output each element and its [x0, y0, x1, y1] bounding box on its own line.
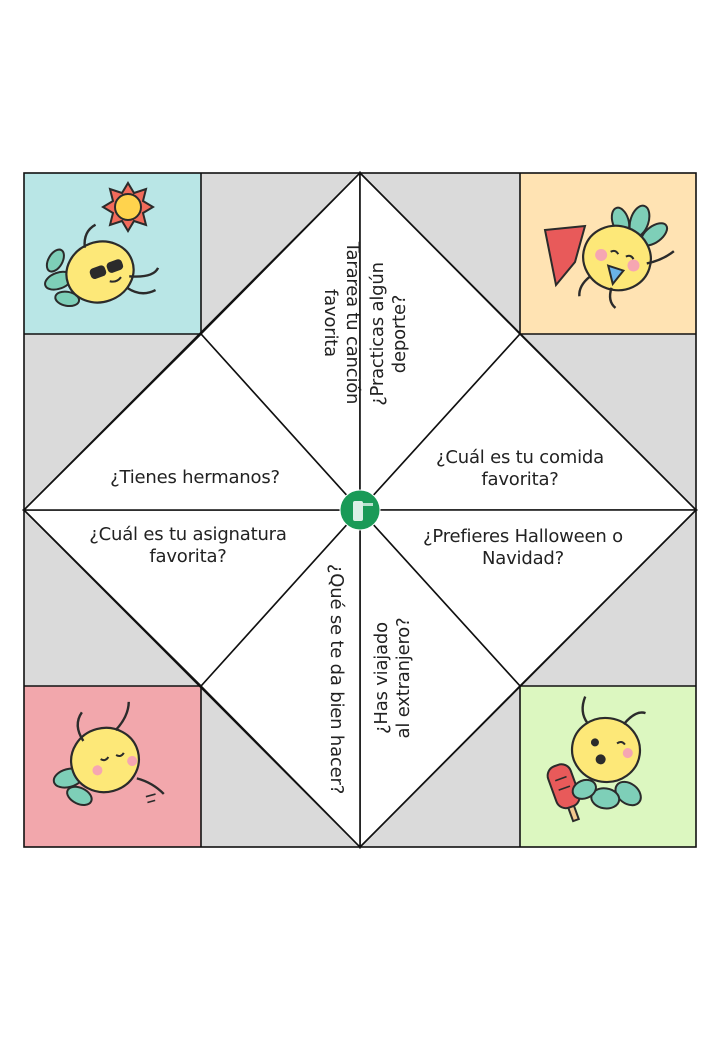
question-q1: Tararea tu canción favorita — [320, 241, 363, 405]
pineapple-popsicle-icon — [570, 696, 646, 810]
question-q6: ¿Qué se te da bien hacer? — [326, 563, 347, 795]
panel-q8 — [22, 332, 362, 511]
question-q5: ¿Has viajado al extranjero? — [371, 617, 414, 739]
sun-icon — [101, 181, 155, 233]
cape-icon — [543, 224, 587, 288]
pineapple-sunbathing-icon — [44, 223, 160, 308]
logo-badge-icon — [339, 489, 381, 531]
popsicle-icon — [546, 763, 581, 823]
pineapple-superhero-icon — [578, 204, 675, 309]
question-q4: ¿Prefieres Halloween o Navidad? — [423, 526, 623, 569]
pineapple-dancing-icon — [52, 701, 165, 806]
question-q3: ¿Cuál es tu comida favorita? — [436, 447, 604, 490]
question-q8: ¿Tienes hermanos? — [110, 467, 280, 488]
question-q2: ¿Practicas algún deporte? — [367, 262, 410, 406]
question-q7: ¿Cuál es tu asignatura favorita? — [89, 524, 287, 567]
